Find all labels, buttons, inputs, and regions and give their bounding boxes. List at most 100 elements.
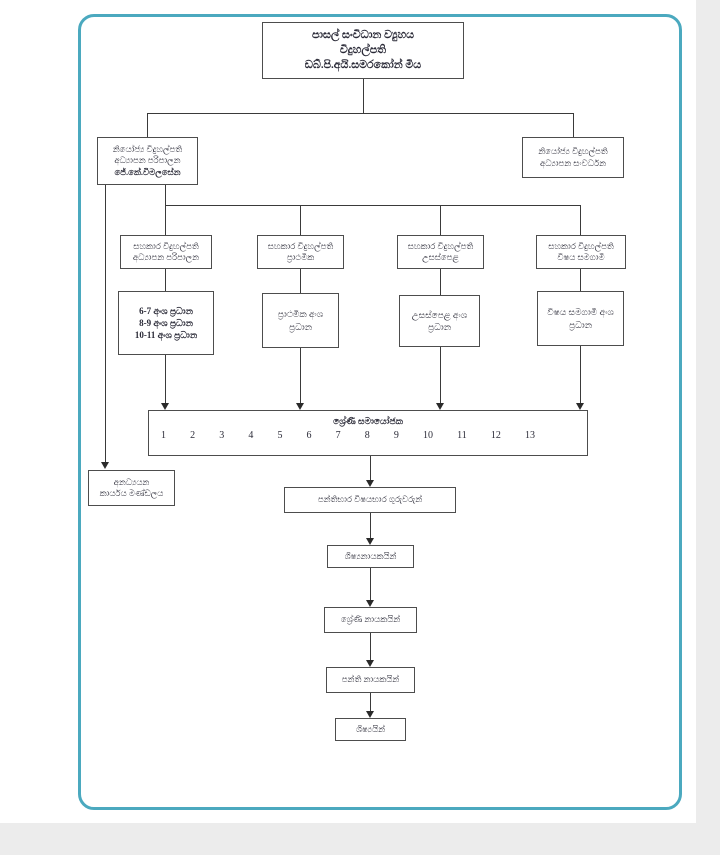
node-grade-coordinators: ශ්‍රේණි සමායෝජක 1 2 3 4 5 6 7 8 9 10 11 … <box>148 410 588 456</box>
connector-line <box>370 693 371 711</box>
principal-role: විදුහල්පති <box>339 44 387 57</box>
principal-name: ඩබ්.පි.අයි.සමරකෝන් මිය <box>304 58 422 71</box>
connector-line <box>370 568 371 600</box>
connector-line <box>440 205 441 235</box>
connector-line <box>165 355 166 403</box>
node-grade-leaders: ශ්‍රේණි නායකයින් <box>324 607 417 633</box>
node-deputy-principal-development: නියෝජ්‍ය විදුහල්පති අධ්‍යාපන සංවර්ධන <box>522 137 624 178</box>
students-label: ශිෂ්‍යයින් <box>355 723 386 734</box>
arrowhead-down-icon <box>161 403 169 410</box>
node-prefects: ශිෂ්‍යනායකයින් <box>327 545 414 568</box>
connector-line <box>165 185 166 205</box>
ap-cocurricular-line2: විෂය සමගාමී <box>557 252 605 262</box>
document-page: පාසල් සංවිධාන ව්‍යුහය විදුහල්පති ඩබ්.පි.… <box>0 0 696 823</box>
connector-line <box>147 113 148 137</box>
connector-line <box>363 79 364 113</box>
node-assistant-principal-admin: සහකාර විදුහල්පති අධ්‍යාපන පරිපාලන <box>120 235 212 269</box>
deputy-admin-name: ජේ.කේ.විමලසේන <box>114 166 181 177</box>
node-section-head-cocurricular: විෂය සමගාමී අංශ ප්‍රධාන <box>537 291 624 346</box>
grade-number: 7 <box>335 430 341 442</box>
grade-number: 4 <box>248 430 254 442</box>
connector-line-non-academic <box>105 185 106 462</box>
sec-primary-line2: ප්‍රධාන <box>288 321 313 332</box>
arrowhead-down-icon <box>366 711 374 718</box>
grade-coordinators-title: ශ්‍රේණි සමායෝජක <box>333 416 403 426</box>
connector-line <box>580 269 581 291</box>
connector-line <box>370 633 371 660</box>
ap-al-line2: උසස්පෙළ <box>422 252 459 262</box>
node-class-subject-teachers: පන්තිභාර විෂයභාර ගුරුවරුන් <box>284 487 456 513</box>
connector-line <box>370 456 371 480</box>
ap-admin-line1: සහකාර විදුහල්පති <box>133 240 199 251</box>
diagram-border-frame <box>78 14 682 810</box>
node-non-academic-staff: අනධ්‍යයන කාර්යය මණ්ඩලය <box>88 470 175 506</box>
arrowhead-down-icon <box>101 462 109 469</box>
arrowhead-down-icon <box>576 403 584 410</box>
arrowhead-down-icon <box>366 480 374 487</box>
grade-number: 10 <box>422 430 433 442</box>
sec-al-line2: ප්‍රධාන <box>427 322 452 332</box>
grade-number: 2 <box>190 430 196 442</box>
node-assistant-principal-advanced-level: සහකාර විදුහල්පති උසස්පෙළ <box>397 235 484 269</box>
sec-cocurricular-line1: විෂය සමගාමී අංශ <box>547 307 614 318</box>
connector-line <box>440 269 441 295</box>
sec-10-11-label: 10-11 අංශ ප්‍රධාන <box>134 330 198 341</box>
sec-primary-line1: ප්‍රාථමික අංශ <box>277 309 324 320</box>
deputy-admin-line2: අධ්‍යාපන පරිපාලන <box>114 155 181 166</box>
connector-line <box>440 347 441 403</box>
grade-leaders-label: ශ්‍රේණි නායකයින් <box>340 614 401 625</box>
grade-number: 12 <box>490 430 501 442</box>
connector-line <box>580 205 581 235</box>
connector-line <box>165 205 580 206</box>
connector-line <box>300 348 301 403</box>
node-deputy-principal-admin: නියෝජ්‍ය විදුහල්පති අධ්‍යාපන පරිපාලන ජේ.… <box>97 137 198 185</box>
sec-8-9-label: 8-9 අංශ ප්‍රධාන <box>139 317 193 328</box>
connector-line <box>580 346 581 403</box>
ap-primary-line2: ප්‍රාථමික <box>286 252 315 262</box>
non-academic-line2: කාර්යය මණ්ඩලය <box>99 488 164 498</box>
diagram-title: පාසල් සංවිධාන ව්‍යුහය <box>311 29 415 42</box>
connector-line <box>147 113 574 114</box>
grade-number: 1 <box>161 430 166 442</box>
ap-admin-line2: අධ්‍යාපන පරිපාලන <box>132 252 200 262</box>
grade-number: 3 <box>219 430 225 442</box>
sec-6-7-label: 6-7 අංශ ප්‍රධාන <box>139 305 193 316</box>
grade-number: 9 <box>393 430 399 442</box>
ap-primary-line1: සහකාර විදුහල්පති <box>267 240 334 251</box>
arrowhead-down-icon <box>366 600 374 607</box>
connector-line <box>165 269 166 291</box>
connector-line <box>165 205 166 235</box>
arrowhead-down-icon <box>436 403 444 410</box>
grade-numbers-row: 1 2 3 4 5 6 7 8 9 10 11 12 13 <box>149 427 587 443</box>
sec-cocurricular-line2: ප්‍රධාන <box>568 319 593 330</box>
deputy-admin-line1: නියෝජ්‍ය විදුහල්පති <box>112 143 183 154</box>
connector-line <box>573 113 574 137</box>
arrowhead-down-icon <box>296 403 304 410</box>
grade-number: 5 <box>277 430 283 442</box>
connector-line <box>300 205 301 235</box>
node-students: ශිෂ්‍යයින් <box>335 718 406 741</box>
class-leaders-label: පන්ති නායකයින් <box>341 674 400 685</box>
sec-al-line1: උසස්පෙළ අංශ <box>411 309 468 320</box>
node-section-head-primary: ප්‍රාථමික අංශ ප්‍රධාන <box>262 293 339 348</box>
node-assistant-principal-cocurricular: සහකාර විදුහල්පති විෂය සමගාමී <box>536 235 626 269</box>
connector-line <box>300 269 301 293</box>
arrowhead-down-icon <box>366 538 374 545</box>
node-assistant-principal-primary: සහකාර විදුහල්පති ප්‍රාථමික <box>257 235 344 269</box>
arrowhead-down-icon <box>366 660 374 667</box>
node-section-head-advanced-level: උසස්පෙළ අංශ ප්‍රධාන <box>399 295 480 347</box>
prefects-label: ශිෂ්‍යනායකයින් <box>344 550 397 561</box>
deputy-dev-line1: නියෝජ්‍ය විදුහල්පති <box>538 146 608 157</box>
grade-number: 6 <box>306 430 312 442</box>
grade-number: 8 <box>364 430 370 442</box>
connector-line <box>370 513 371 538</box>
ap-cocurricular-line1: සහකාර විදුහල්පති <box>548 240 614 251</box>
grade-number: 13 <box>524 430 535 442</box>
node-section-head-6-11: 6-7 අංශ ප්‍රධාන 8-9 අංශ ප්‍රධාන 10-11 අං… <box>118 291 214 355</box>
ap-al-line1: සහකාර විදුහල්පති <box>407 240 474 251</box>
node-principal: පාසල් සංවිධාන ව්‍යුහය විදුහල්පති ඩබ්.පි.… <box>262 22 464 79</box>
grade-number: 11 <box>457 430 467 442</box>
class-subject-teachers-label: පන්තිභාර විෂයභාර ගුරුවරුන් <box>317 494 423 505</box>
non-academic-line1: අනධ්‍යයන <box>113 476 150 487</box>
node-class-leaders: පන්ති නායකයින් <box>326 667 415 693</box>
